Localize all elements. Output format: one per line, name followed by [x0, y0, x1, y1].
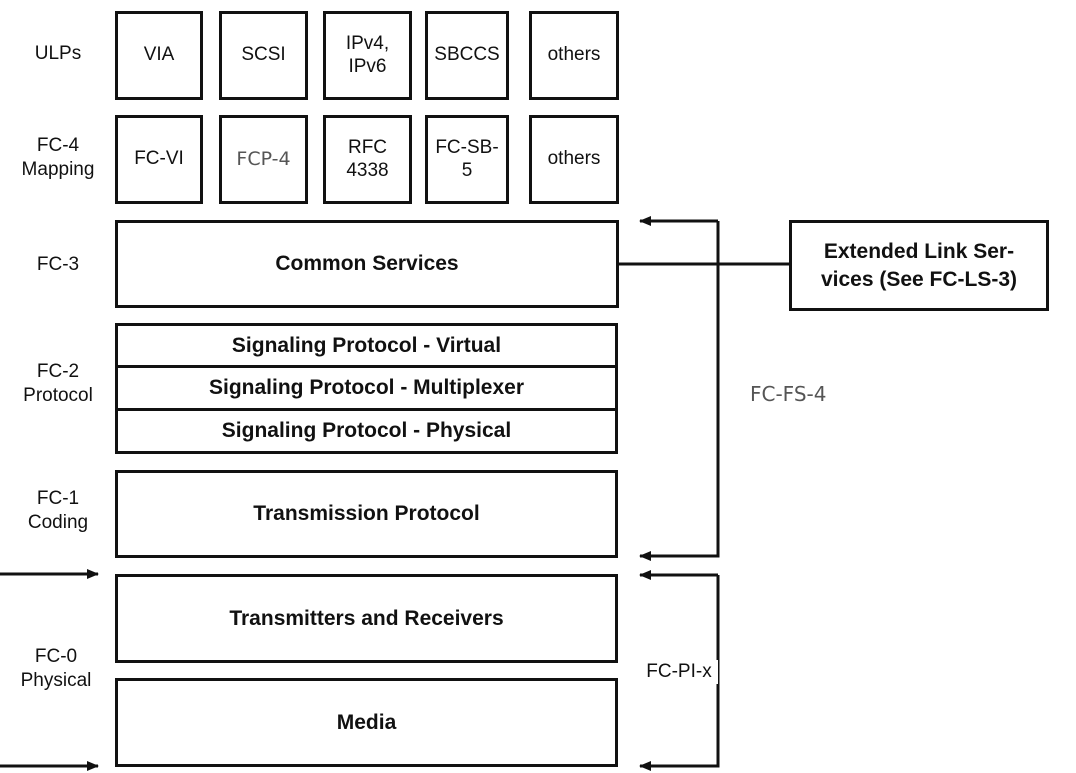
media-box: Media: [115, 678, 618, 767]
fc4-box-fc-vi: FC-VI: [115, 115, 203, 204]
transmitters-receivers-box: Transmitters and Receivers: [115, 574, 618, 663]
ulp-box-others: others: [529, 11, 619, 100]
common-services-box: Common Services: [115, 220, 619, 308]
fc-pi-label: FC-PI-x: [640, 660, 718, 684]
fc-fs-bracket-bottom-arrow: [639, 221, 720, 561]
layer-label-fc1: FC-1 Coding: [27, 488, 89, 533]
layer-label-fc4: FC-4 Mapping: [21, 135, 95, 180]
layer-label-ulps: ULPs: [34, 43, 82, 64]
ulp-box-sbccs: SBCCS: [425, 11, 509, 100]
layer-label-fc0: FC-0 Physical: [20, 646, 92, 691]
transmission-protocol-box: Transmission Protocol: [115, 470, 618, 558]
layer-label-fc3: FC-3: [36, 254, 80, 275]
fc4-box-others: others: [529, 115, 619, 204]
fc4-box-fc-sb: FC-SB- 5: [425, 115, 509, 204]
fc4-box-rfc: RFC 4338: [323, 115, 412, 204]
fc-fs-label: FC-FS-4: [750, 382, 827, 406]
layer-label-fc2: FC-2 Protocol: [23, 361, 93, 406]
signaling-virtual-box: Signaling Protocol - Virtual: [115, 323, 618, 368]
ulp-box-via: VIA: [115, 11, 203, 100]
fc-pi-bracket-bottom-arrow: [639, 575, 720, 771]
ulp-box-ip: IPv4, IPv6: [323, 11, 412, 100]
fc4-box-fcp: FCP-4: [219, 115, 308, 204]
extended-link-services-box: Extended Link Ser- vices (See FC-LS-3): [789, 220, 1049, 311]
signaling-physical-box: Signaling Protocol - Physical: [115, 408, 618, 454]
ulp-box-scsi: SCSI: [219, 11, 308, 100]
